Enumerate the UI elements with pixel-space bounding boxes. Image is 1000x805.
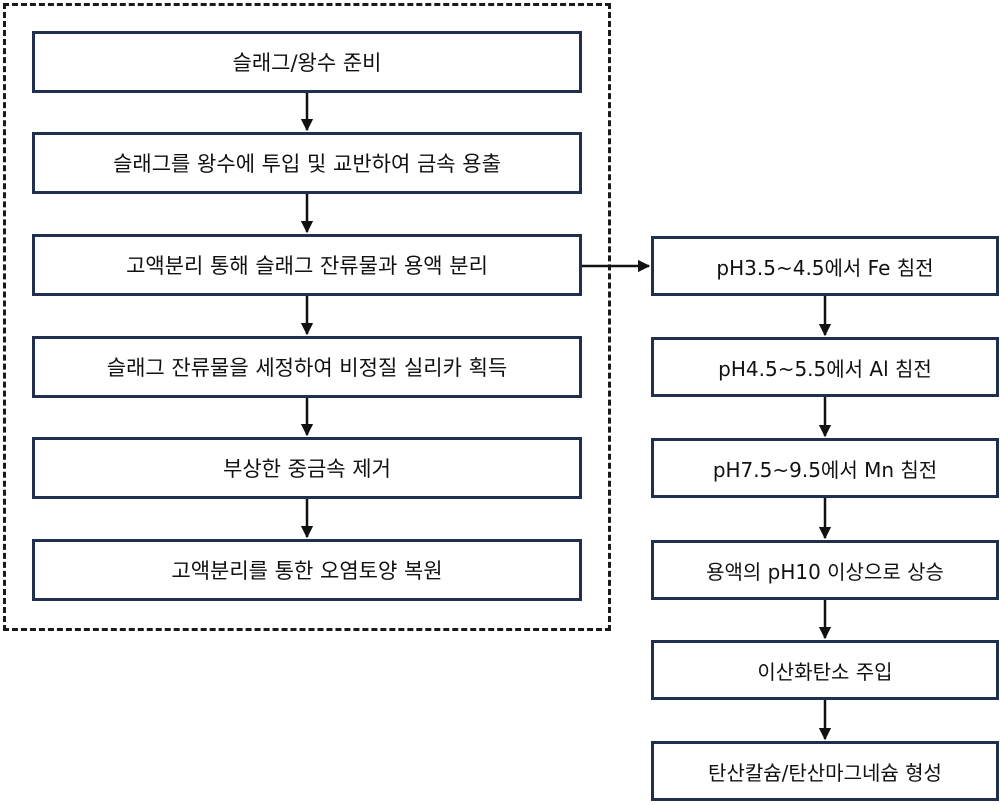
flow-arrows <box>0 0 1000 805</box>
